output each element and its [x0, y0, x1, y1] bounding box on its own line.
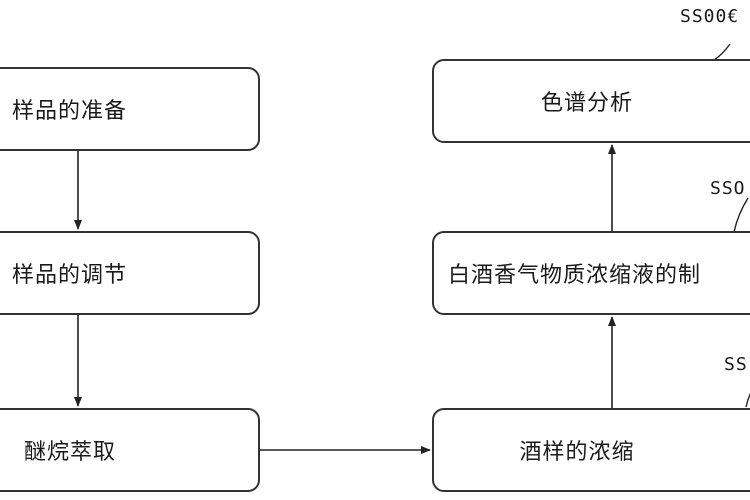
- step-chromatography-label: 色谱分析: [540, 91, 633, 116]
- leader-ss: [745, 392, 750, 408]
- step-ether-extraction: 醚烷萃取: [0, 408, 260, 492]
- step-sample-adjustment-label: 样品的调节: [12, 263, 128, 288]
- step-sample-preparation: 样品的准备: [0, 67, 260, 151]
- ref-tag-wine-concentration: SS: [724, 354, 748, 375]
- step-sample-adjustment: 样品的调节: [0, 231, 260, 315]
- step-ether-extraction-label: 醚烷萃取: [24, 440, 117, 465]
- step-sample-preparation-label: 样品的准备: [12, 99, 128, 124]
- step-wine-concentration: 酒样的浓缩: [432, 408, 750, 492]
- step-wine-concentration-label: 酒样的浓缩: [519, 440, 635, 465]
- step-chromatography: 色谱分析: [432, 59, 750, 143]
- step-concentrate-preparation: 白酒香气物质浓缩液的制: [432, 231, 750, 315]
- ref-tag-chromatography: SS00€: [680, 6, 740, 27]
- step-concentrate-preparation-label: 白酒香气物质浓缩液的制: [448, 263, 702, 288]
- leader-ss006: [713, 43, 731, 61]
- ref-tag-concentrate-preparation: SSO: [710, 178, 746, 199]
- leader-sso: [733, 197, 749, 233]
